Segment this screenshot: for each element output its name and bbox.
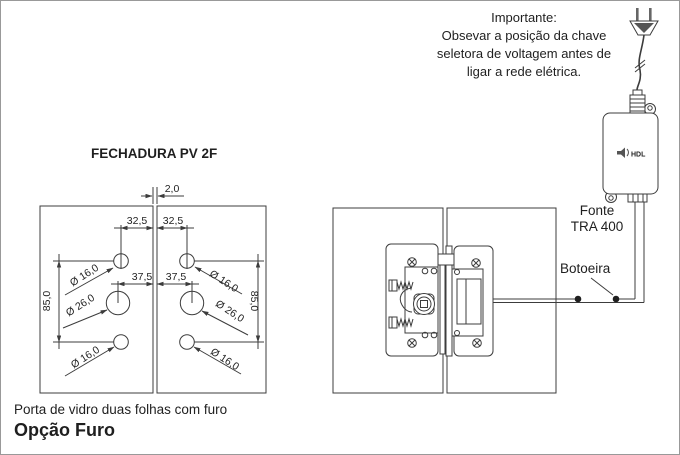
dim-mid-offsets bbox=[111, 281, 199, 303]
dim-gap bbox=[141, 187, 184, 204]
wires bbox=[482, 202, 645, 303]
warning-line: ligar a rede elétrica. bbox=[466, 64, 582, 79]
hdl-logo: HDL bbox=[617, 147, 646, 159]
power-supply-label-line1: Fonte bbox=[579, 203, 615, 218]
strike-box bbox=[456, 278, 482, 325]
dim-label-top-left: 32,5 bbox=[127, 215, 148, 227]
cord-break-mark bbox=[634, 59, 646, 69]
small-screw bbox=[421, 331, 429, 339]
switch-contact-left bbox=[574, 295, 582, 303]
screw-left-bottom bbox=[407, 338, 417, 348]
screw-left-top bbox=[407, 257, 417, 267]
lock-body-right bbox=[451, 245, 494, 357]
left-glass-panel bbox=[39, 205, 154, 394]
option-title: Opção Furo bbox=[14, 420, 116, 440]
dim-label-mid-left: 37,5 bbox=[132, 271, 153, 283]
latch-hook bbox=[399, 287, 413, 313]
leader-dia-top-right bbox=[194, 266, 243, 295]
spring-bolt-bottom bbox=[388, 316, 414, 329]
switch-contact-right bbox=[612, 295, 620, 303]
dim-label-mid-right: 37,5 bbox=[166, 271, 187, 283]
plug-prong bbox=[636, 8, 639, 21]
botoeira-leader-line bbox=[590, 277, 614, 296]
small-screw bbox=[454, 269, 460, 275]
small-screw bbox=[430, 267, 438, 275]
screw-right-top bbox=[471, 258, 481, 268]
spring-bolt-top bbox=[388, 279, 414, 292]
small-screw bbox=[421, 267, 429, 275]
power-supply-label: Fonte TRA 400 bbox=[561, 203, 633, 235]
dim-top-offsets bbox=[114, 225, 194, 269]
right-glass-panel bbox=[156, 205, 267, 394]
speaker-icon bbox=[617, 147, 625, 158]
dim-height-left bbox=[53, 254, 114, 349]
screw-right-bottom bbox=[472, 338, 482, 348]
terminal-block bbox=[627, 193, 648, 203]
cord-break-mark bbox=[634, 63, 646, 73]
leader-dia-bottom-right bbox=[193, 346, 242, 375]
drawing-title: FECHADURA PV 2F bbox=[91, 146, 218, 161]
leader-dia-top-left bbox=[64, 267, 114, 296]
installed-lock-drawing bbox=[332, 202, 645, 394]
leader-dia-bottom-left bbox=[64, 346, 115, 377]
plug-body-shading bbox=[634, 23, 654, 33]
strain-relief bbox=[629, 89, 646, 115]
dim-label-height-right: 85,0 bbox=[248, 291, 260, 312]
drawing-caption: Porta de vidro duas folhas com furo bbox=[14, 402, 228, 417]
dim-height-right bbox=[194, 254, 264, 349]
power-cord bbox=[636, 34, 645, 91]
dim-label-top-right: 32,5 bbox=[163, 215, 184, 227]
leader-dia-mid-right bbox=[201, 310, 249, 336]
botoeira-label: Botoeira bbox=[560, 261, 611, 276]
botoeira-switch bbox=[574, 277, 620, 303]
power-supply-unit: HDL bbox=[602, 8, 659, 203]
dim-label-gap: 2,0 bbox=[165, 183, 180, 195]
voltage-warning: Importante: Obsevar a posição da chave s… bbox=[425, 9, 623, 81]
brand-text: HDL bbox=[631, 152, 646, 159]
warning-title: Importante: bbox=[491, 10, 557, 25]
warning-line: Obsevar a posição da chave bbox=[441, 28, 607, 43]
power-supply-label-line2: TRA 400 bbox=[570, 219, 624, 234]
leader-dia-mid-left bbox=[62, 309, 108, 329]
lock-gap-strip-1 bbox=[439, 253, 446, 355]
power-plug bbox=[629, 8, 659, 91]
warning-line: seletora de voltagem antes de bbox=[436, 46, 612, 61]
lock-body-left bbox=[385, 243, 439, 357]
hole-pattern-drawing bbox=[39, 187, 267, 394]
small-screw bbox=[454, 330, 460, 336]
dim-label-height-left: 85,0 bbox=[41, 291, 53, 312]
plug-prong bbox=[649, 8, 652, 21]
lock-hub bbox=[413, 293, 435, 315]
small-screw bbox=[430, 331, 438, 339]
